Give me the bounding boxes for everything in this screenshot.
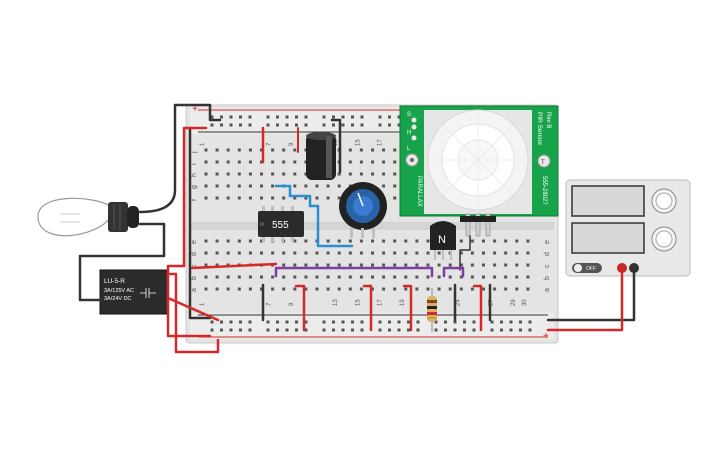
svg-text:9: 9	[289, 142, 295, 146]
wire-red-psu	[546, 266, 624, 332]
svg-text:30: 30	[522, 299, 528, 306]
svg-text:b: b	[544, 276, 551, 280]
svg-text:S: S	[407, 112, 411, 118]
svg-text:7: 7	[267, 142, 273, 146]
svg-text:1: 1	[200, 142, 206, 146]
relay-rating-dc: 3A/24V DC	[104, 296, 132, 302]
svg-text:1: 1	[200, 302, 206, 306]
svg-text:27: 27	[489, 299, 495, 306]
pir-title: PIR Sensor	[536, 112, 543, 146]
wire-red-col8	[190, 262, 278, 270]
svg-text:d: d	[191, 252, 198, 256]
light-bulb[interactable]	[37, 197, 139, 237]
wire-red-col9	[294, 284, 306, 332]
electrolytic-capacitor[interactable]	[306, 132, 336, 180]
svg-text:29: 29	[511, 299, 517, 306]
svg-text:g: g	[191, 185, 198, 189]
pir-part-number: 555-28027	[541, 176, 547, 205]
svg-text:17: 17	[378, 139, 384, 146]
svg-text:17: 17	[378, 299, 384, 306]
svg-text:15: 15	[355, 139, 361, 146]
wire-red-relay	[166, 272, 220, 354]
current-knob[interactable]	[651, 226, 677, 252]
power-switch[interactable]: OFF	[572, 263, 602, 273]
pir-pot: T	[537, 154, 551, 168]
rail-plus-top: +	[192, 104, 198, 115]
wire-red-col15	[362, 284, 373, 332]
resistor[interactable]	[427, 288, 437, 332]
svg-text:H: H	[407, 130, 411, 136]
svg-text:b: b	[191, 276, 198, 280]
relay-model: LU-5-R	[104, 278, 125, 285]
wire-red-relay-b	[166, 296, 220, 322]
wire-black-pir	[459, 235, 471, 271]
timer-555[interactable]: 555	[258, 206, 304, 242]
svg-text:c: c	[191, 264, 198, 268]
rail-minus-bottom: -	[544, 310, 547, 321]
svg-text:h: h	[191, 173, 198, 177]
wire-red-col25	[472, 284, 483, 332]
row-letters-top: j i h g f	[191, 151, 198, 201]
row-letters-right-bottom: e d c b a	[544, 240, 551, 292]
svg-text:7: 7	[267, 302, 273, 306]
pir-header-pins	[460, 213, 496, 237]
pir-brand: PARALLAX	[416, 176, 422, 207]
wire-black-cap	[330, 118, 342, 174]
transistor-label: N	[438, 234, 446, 246]
relay-rating-ac: 3A/125V AC	[104, 288, 134, 294]
svg-text:c: c	[544, 264, 551, 268]
pir-pins-labels: S H L	[407, 112, 417, 152]
svg-text:a: a	[191, 288, 198, 292]
potentiometer[interactable]	[339, 182, 387, 238]
svg-text:19: 19	[400, 299, 406, 306]
power-supply[interactable]: OFF	[565, 179, 691, 277]
bulb-socket	[108, 202, 139, 232]
row-letters-bottom: e d c b a	[191, 240, 198, 292]
relay[interactable]: LU-5-R 3A/125V AC 3A/24V DC	[99, 269, 169, 315]
npn-transistor[interactable]: N	[430, 221, 456, 260]
voltage-knob[interactable]	[651, 188, 677, 214]
pir-sensor[interactable]: S H L PARALLAX PIR Sensor Rev B T 555-28…	[399, 105, 559, 237]
wire-black-top-rail	[188, 126, 212, 320]
power-switch-label: OFF	[586, 266, 596, 272]
rail-plus-bottom: +	[543, 331, 549, 342]
relay-coil-symbol	[140, 288, 156, 298]
wire-blue-3	[308, 204, 354, 248]
wire-purple-long	[274, 266, 434, 278]
timer-label: 555	[272, 220, 289, 231]
svg-text:L: L	[407, 146, 411, 152]
svg-text:24: 24	[455, 299, 461, 306]
wire-red-col19	[402, 284, 413, 332]
svg-text:j: j	[191, 151, 198, 154]
svg-text:13: 13	[333, 299, 339, 306]
wire-black-bulb-relay	[78, 222, 166, 302]
wire-purple-short	[442, 266, 465, 278]
wire-black-bulb-top	[138, 103, 222, 214]
pir-jumper	[405, 153, 419, 167]
svg-text:T: T	[541, 160, 545, 166]
svg-text:15: 15	[355, 299, 361, 306]
wire-blue-1	[274, 184, 292, 198]
svg-text:d: d	[544, 252, 551, 256]
wire-black-psu	[546, 266, 636, 322]
svg-text:e: e	[191, 240, 198, 244]
svg-text:9: 9	[289, 302, 295, 306]
svg-text:a: a	[544, 288, 551, 292]
wires	[78, 103, 636, 354]
svg-text:i: i	[191, 163, 198, 165]
wire-blue-2	[288, 194, 312, 208]
svg-text:13: 13	[333, 139, 339, 146]
pir-rev: Rev B	[545, 112, 551, 128]
svg-text:e: e	[544, 240, 551, 244]
svg-text:f: f	[191, 199, 198, 201]
